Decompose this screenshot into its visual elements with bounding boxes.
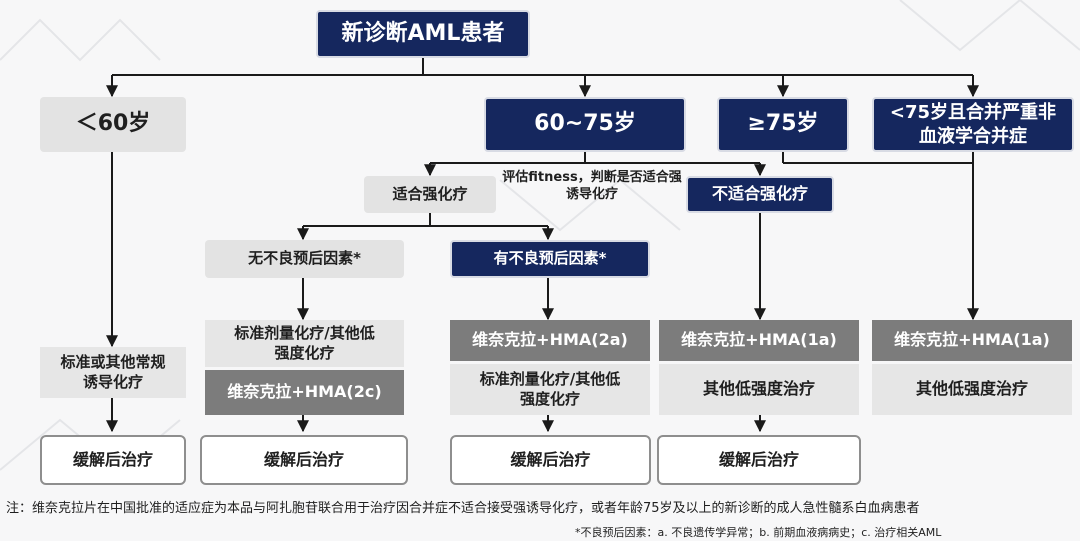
unfit-regimen-low-intensity: 其他低强度治疗 [659, 364, 859, 415]
age-under-60-box: ＜60岁 [40, 97, 186, 152]
no-adverse-regimen-ven-hma: 维奈克拉+HMA(2c) [205, 370, 404, 415]
post-remission-box-3: 缓解后治疗 [450, 435, 651, 485]
under60-regimen-box: 标准或其他常规诱导化疗 [40, 347, 186, 398]
adverse-factors-footnote: *不良预后因素：a. 不良遗传学异常；b. 前期血液病病史；c. 治疗相关AML [575, 526, 942, 539]
post-remission-box-4: 缓解后治疗 [657, 435, 861, 485]
no-adverse-factors-box: 无不良预后因素* [205, 240, 404, 278]
comorbid-regimen-ven-hma: 维奈克拉+HMA(1a) [872, 320, 1072, 361]
age-over-75-box: ≥75岁 [717, 97, 849, 152]
adverse-factors-box: 有不良预后因素* [450, 240, 650, 278]
unfit-regimen-ven-hma: 维奈克拉+HMA(1a) [659, 320, 859, 361]
adverse-regimen-chemo: 标准剂量化疗/其他低强度化疗 [450, 364, 650, 415]
fit-intensive-box: 适合强化疗 [364, 176, 496, 213]
adverse-regimen-ven-hma: 维奈克拉+HMA(2a) [450, 320, 650, 361]
post-remission-box-2: 缓解后治疗 [200, 435, 408, 485]
comorbidity-box: <75岁且合并严重非血液学合并症 [872, 97, 1074, 152]
post-remission-box-1: 缓解后治疗 [40, 435, 186, 485]
no-adverse-regimen-chemo: 标准剂量化疗/其他低强度化疗 [205, 320, 404, 367]
comorbid-regimen-low-intensity: 其他低强度治疗 [872, 364, 1072, 415]
fitness-assessment-note: 评估fitness，判断是否适合强诱导化疗 [502, 170, 682, 202]
new-aml-patient-box: 新诊断AML患者 [316, 10, 530, 58]
approval-footnote: 注：维奈克拉片在中国批准的适应症为本品与阿扎胞苷联合用于治疗因合并症不适合接受强… [6, 501, 920, 516]
unfit-intensive-box: 不适合强化疗 [686, 176, 834, 213]
age-60-75-box: 60~75岁 [484, 97, 686, 152]
